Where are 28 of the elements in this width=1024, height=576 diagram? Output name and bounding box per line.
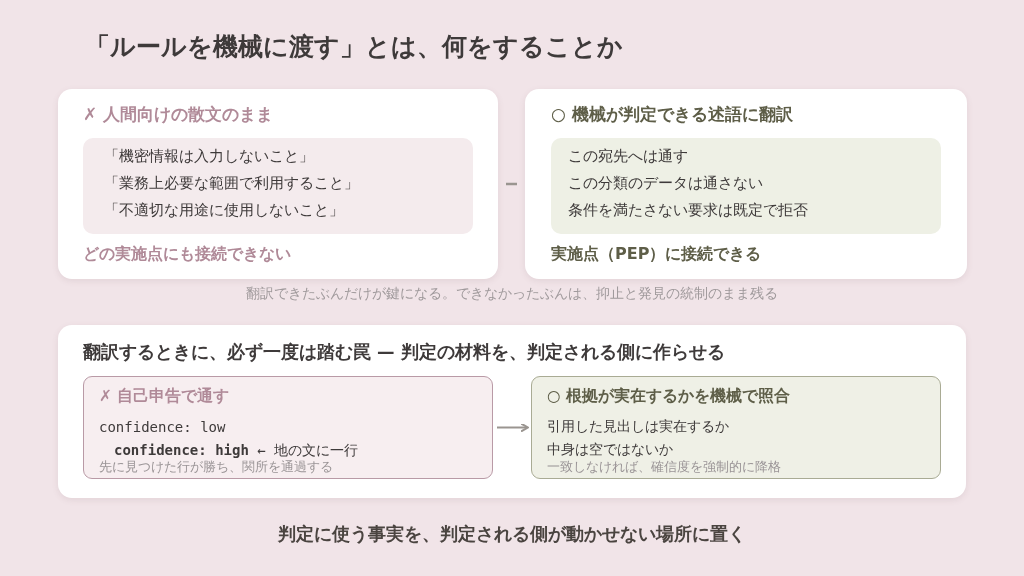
code-line: confidence: high ← 地の文に一行 — [114, 442, 359, 459]
connector-line — [506, 182, 517, 186]
check-text: 中身は空ではないか — [547, 441, 673, 458]
card — [525, 89, 967, 279]
quote-text: 「機密情報は入力しないこと」 — [104, 148, 314, 166]
check-text: 引用した見出しは実在するか — [547, 418, 729, 435]
code-line: confidence: low — [99, 419, 226, 436]
rule-text: この宛先へは通す — [568, 148, 688, 166]
card-heading: ○ 機械が判定できる述語に翻訳 — [551, 104, 793, 125]
card-footer: 実施点（PEP）に接続できる — [551, 244, 762, 264]
title: 「ルールを機械に渡す」とは、何をすることか — [85, 31, 623, 63]
card — [58, 325, 966, 498]
card-heading: ✗ 人間向けの散文のまま — [83, 104, 274, 125]
card — [58, 89, 498, 279]
check-box — [531, 376, 941, 479]
card-heading: 翻訳するときに、必ず一度は踏む罠 — 判定の材料を、判定される側に作らせる — [83, 342, 725, 363]
quote-text: 「業務上必要な範囲で利用すること」 — [104, 175, 359, 193]
box-note: 先に見つけた行が勝ち、関所を通過する — [99, 459, 333, 475]
rule-text: この分類のデータは通さない — [568, 175, 763, 193]
card-footer: どの実施点にも接続できない — [83, 244, 291, 264]
box-heading: ✗ 自己申告で通す — [99, 387, 230, 406]
note-text: 翻訳できたぶんだけが鍵になる。できなかったぶんは、抑止と発見の統制のまま残る — [245, 285, 779, 303]
arrow — [496, 422, 529, 433]
failure-box — [83, 376, 493, 479]
box-heading: ○ 根拠が実在するかを機械で照合 — [547, 387, 790, 406]
quote-text: 「不適切な用途に使用しないこと」 — [104, 202, 344, 220]
rule-text: 条件を満たさない要求は既定で拒否 — [568, 202, 808, 220]
caption: 判定に使う事実を、判定される側が動かせない場所に置く — [277, 522, 747, 546]
